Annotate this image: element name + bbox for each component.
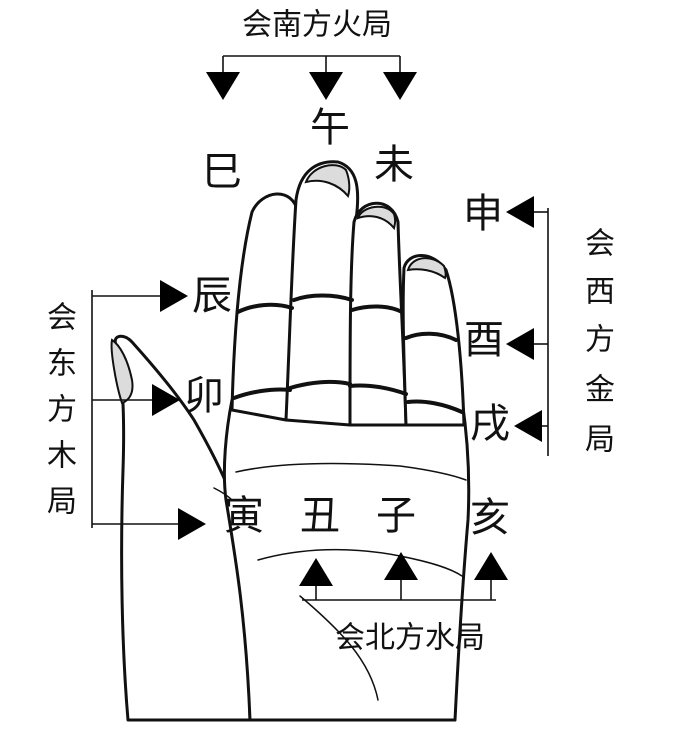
east-label-char: 会 bbox=[47, 301, 77, 336]
palm-line-top bbox=[235, 462, 467, 481]
branch-yin: 寅 bbox=[224, 493, 264, 539]
down-arrow-icon bbox=[383, 72, 417, 100]
palm-curve bbox=[299, 595, 379, 701]
middle-nail bbox=[304, 164, 351, 199]
east-group: 辰 卯 会 东 方 木 局 bbox=[47, 273, 232, 540]
crease-middle-lower bbox=[288, 379, 352, 390]
west-group: 申 酉 戌 会 西 方 金 局 bbox=[463, 191, 615, 458]
thumb-web bbox=[213, 487, 233, 501]
left-arrow-icon bbox=[506, 196, 534, 228]
east-label-char: 木 bbox=[47, 439, 77, 474]
branch-shen: 申 bbox=[463, 191, 503, 237]
palm-line-lower bbox=[257, 548, 463, 577]
west-label-char: 局 bbox=[585, 423, 615, 458]
left-arrow-icon bbox=[514, 410, 542, 442]
down-arrow-icon bbox=[309, 72, 343, 100]
up-arrow-icon bbox=[299, 558, 333, 586]
down-arrow-icon bbox=[206, 72, 240, 100]
branch-xu: 戌 bbox=[470, 401, 510, 447]
up-arrow-icon bbox=[384, 552, 418, 580]
ring-nail bbox=[356, 205, 397, 231]
crease-little-lower bbox=[406, 399, 464, 414]
crease-index-upper bbox=[236, 302, 294, 314]
south-label: 会南方火局 bbox=[242, 8, 392, 43]
branch-si: 巳 bbox=[202, 149, 242, 195]
north-group: 会北方水局 bbox=[299, 552, 508, 656]
crease-index-lower bbox=[232, 387, 292, 400]
palm-row: 寅 丑 子 亥 bbox=[224, 493, 510, 541]
east-label: 会 东 方 木 局 bbox=[47, 301, 77, 520]
east-label-char: 东 bbox=[47, 347, 77, 382]
branch-wu: 午 bbox=[310, 105, 350, 151]
up-arrow-icon bbox=[474, 552, 508, 580]
palm bbox=[222, 398, 471, 722]
thumb-nail bbox=[110, 338, 134, 405]
west-label-char: 会 bbox=[585, 227, 615, 262]
south-group: 会南方火局 巳 午 未 bbox=[202, 8, 417, 195]
little-finger bbox=[401, 254, 466, 427]
little-nail bbox=[406, 257, 447, 280]
crease-middle-upper bbox=[292, 293, 354, 302]
hand-illustration bbox=[110, 160, 471, 722]
crease-little-upper bbox=[404, 331, 458, 342]
branch-hai: 亥 bbox=[470, 495, 510, 541]
branch-zi: 子 bbox=[376, 493, 416, 539]
crease-ring-lower bbox=[348, 383, 408, 396]
branch-you: 酉 bbox=[464, 317, 504, 363]
crease-ring-upper bbox=[350, 304, 404, 314]
branch-chou: 丑 bbox=[300, 493, 340, 539]
west-label-char: 方 bbox=[585, 323, 615, 358]
west-label: 会 西 方 金 局 bbox=[585, 227, 615, 458]
branch-wei: 未 bbox=[374, 142, 414, 188]
east-label-char: 方 bbox=[47, 393, 77, 428]
east-label-char: 局 bbox=[47, 485, 77, 520]
north-label: 会北方水局 bbox=[335, 621, 485, 656]
west-label-char: 西 bbox=[585, 275, 615, 310]
west-label-char: 金 bbox=[585, 373, 615, 408]
branch-chen: 辰 bbox=[192, 273, 232, 319]
right-arrow-icon bbox=[152, 384, 180, 416]
left-arrow-icon bbox=[506, 328, 534, 360]
right-arrow-icon bbox=[178, 508, 206, 540]
right-arrow-icon bbox=[160, 280, 188, 312]
branch-mao: 卯 bbox=[184, 373, 224, 419]
